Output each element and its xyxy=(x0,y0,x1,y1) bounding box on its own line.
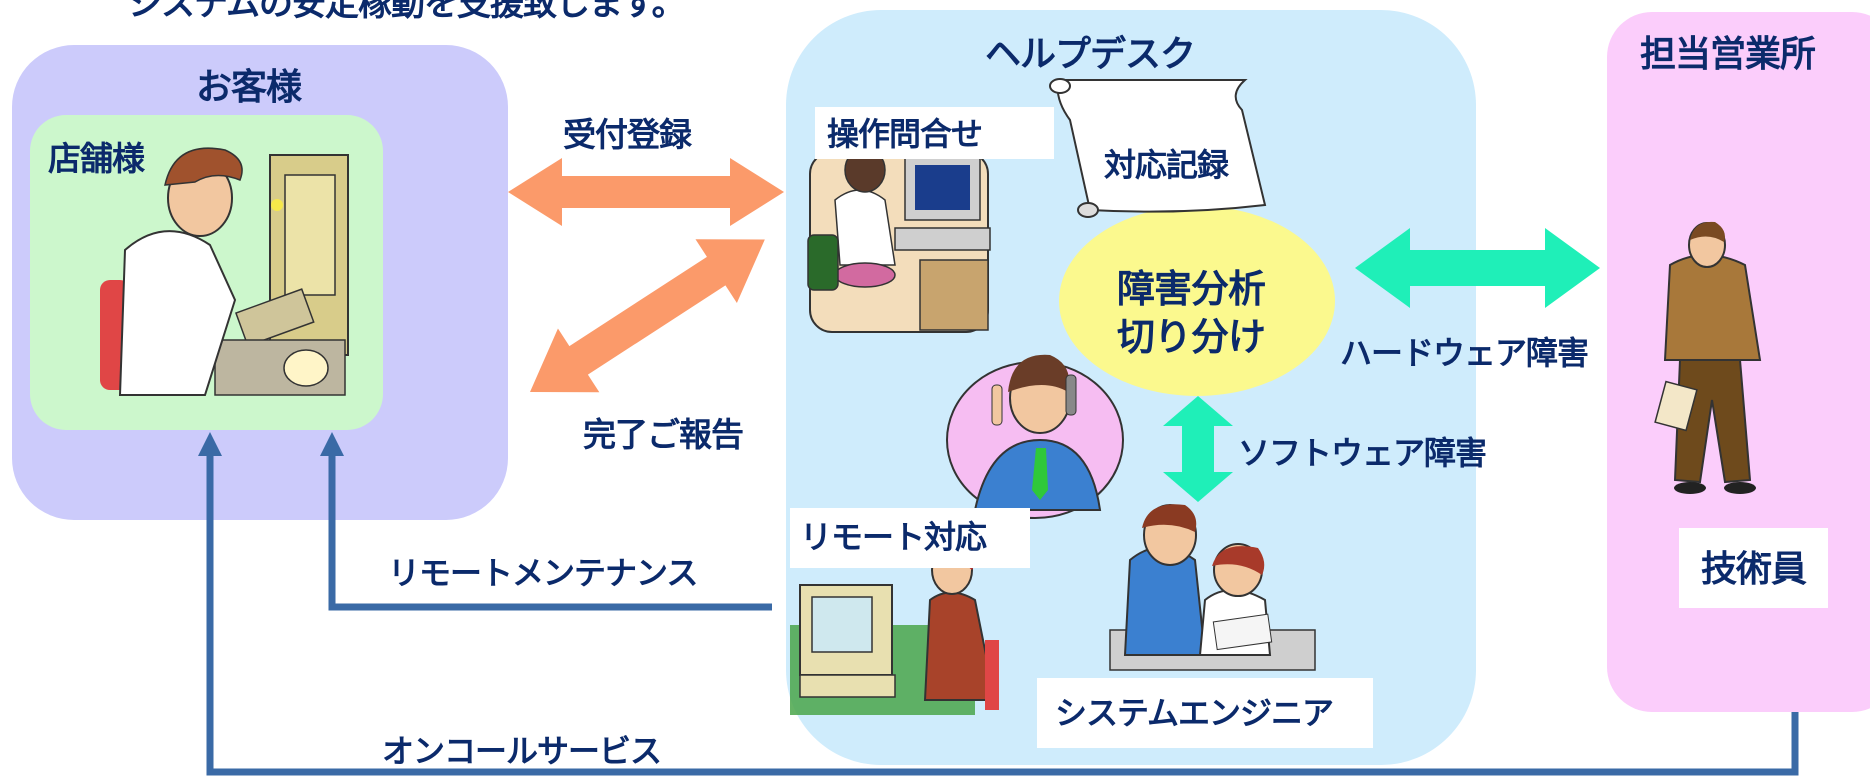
software-arrow xyxy=(1163,396,1233,502)
analysis-ellipse xyxy=(1059,206,1335,396)
hardware-label: ハードウェア障害 xyxy=(1340,334,1589,372)
operation-label: 操作問合せ xyxy=(815,107,1054,159)
technician-label: 技術員 xyxy=(1679,528,1829,608)
remote-support-label: リモート対応 xyxy=(790,508,1030,568)
operator-illustration xyxy=(807,147,991,333)
remote-maint-arrowhead xyxy=(320,432,344,456)
hardware-arrow xyxy=(1355,228,1600,308)
report-label: 完了ご報告 xyxy=(583,415,744,454)
reception-arrow xyxy=(508,158,784,226)
system-engineers-illustration xyxy=(1109,504,1316,671)
store-label: 店舗様 xyxy=(48,139,145,178)
software-label: ソフトウェア障害 xyxy=(1238,434,1487,472)
reception-label: 受付登録 xyxy=(563,115,692,154)
technician-illustration xyxy=(1654,221,1762,494)
top-caption: システムの安定稼動を支援致します。 xyxy=(128,0,686,24)
sales-office-title: 担当営業所 xyxy=(1640,34,1816,75)
oncall-line xyxy=(206,450,1799,776)
record-label: 対応記録 xyxy=(1104,146,1229,184)
remote-maint-line xyxy=(328,450,772,611)
engineer-label: システムエンジニア xyxy=(1037,678,1373,748)
phone-support-illustration xyxy=(946,354,1124,519)
analysis-line-2: 切り分け xyxy=(1117,315,1266,359)
analysis-line-1: 障害分析 xyxy=(1117,267,1266,311)
oncall-label: オンコールサービス xyxy=(382,732,662,770)
customer-title: お客様 xyxy=(196,67,302,108)
remote-maint-label: リモートメンテナンス xyxy=(388,554,698,592)
report-arrow xyxy=(530,239,765,393)
record-scroll-icon xyxy=(1049,78,1267,218)
helpdesk-title: ヘルプデスク xyxy=(985,34,1196,75)
oncall-arrowhead xyxy=(198,432,222,456)
store-clerk-illustration xyxy=(100,147,349,396)
remote-support-illustration xyxy=(790,543,999,715)
